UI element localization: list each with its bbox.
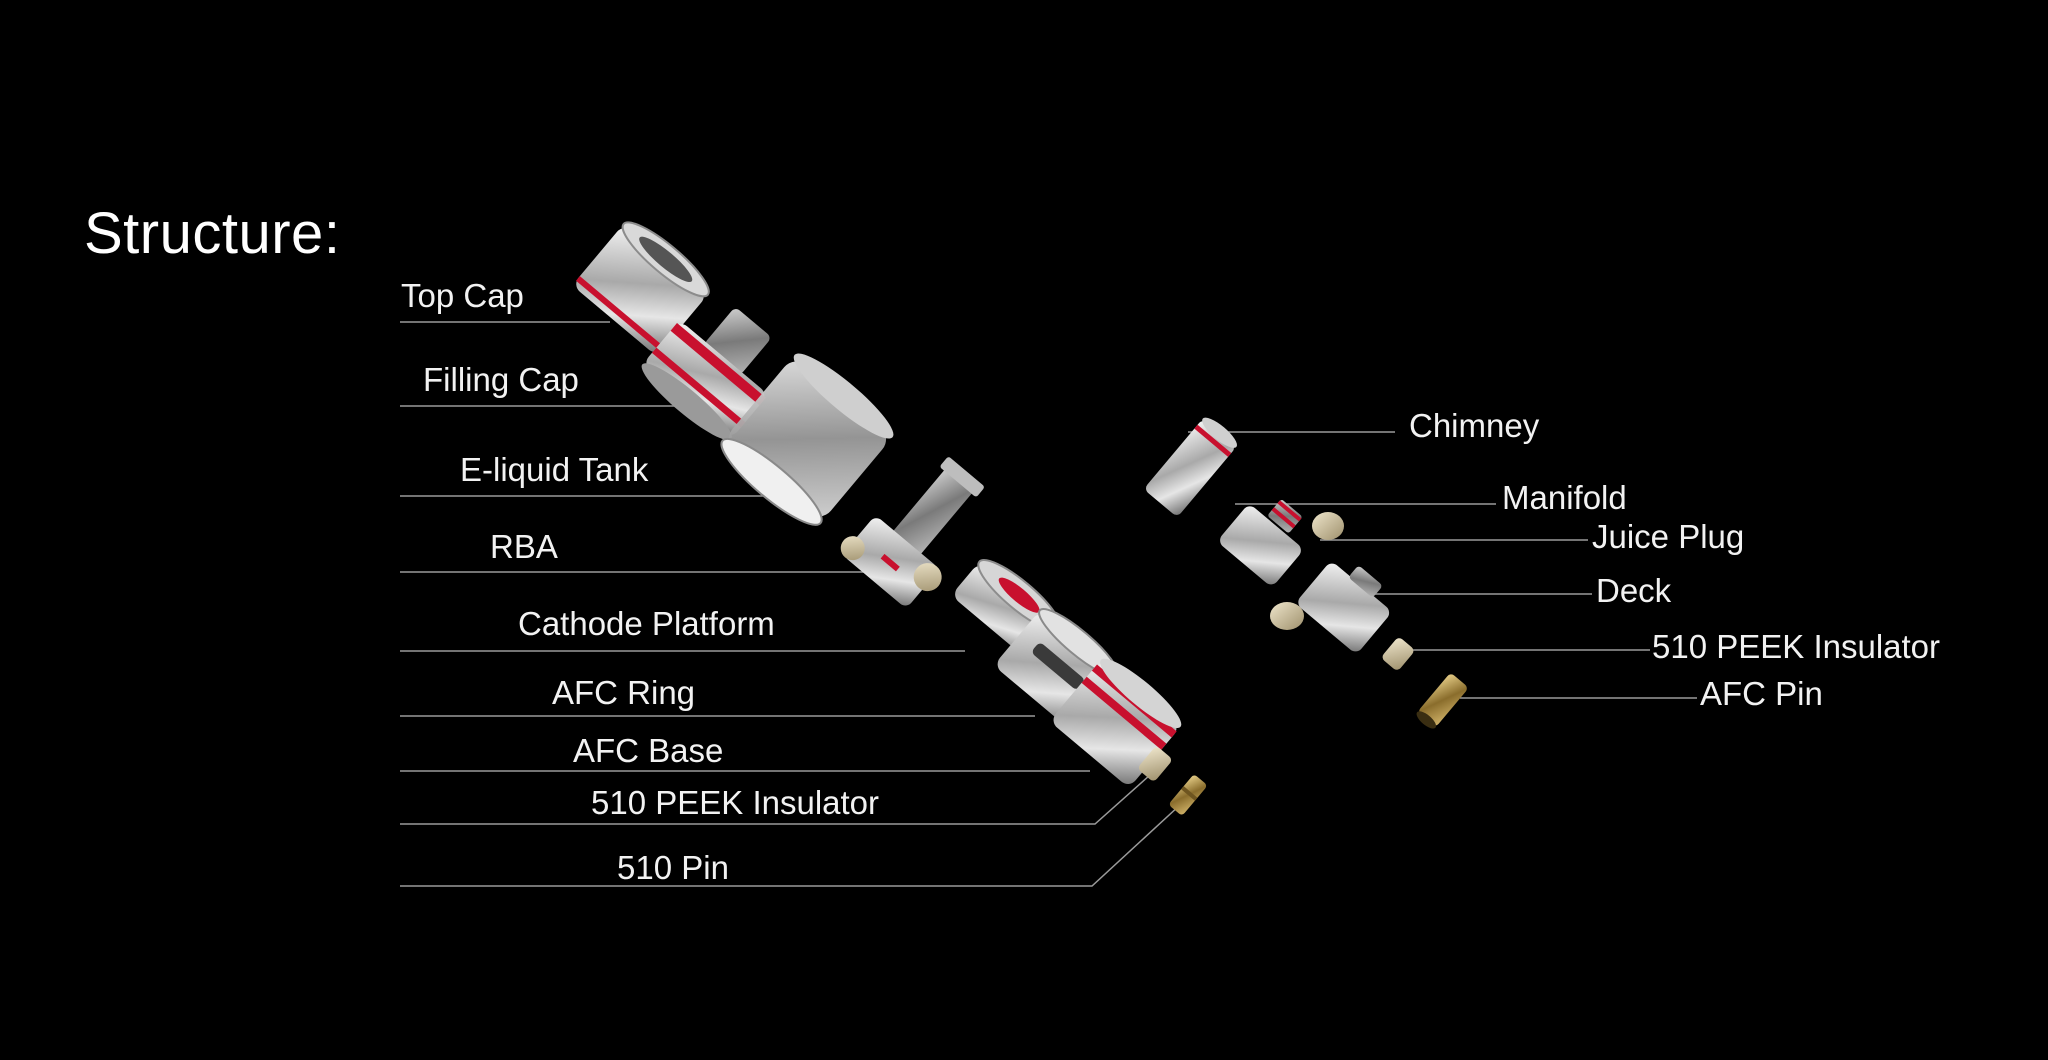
deck-part	[1298, 563, 1390, 652]
label-filling-cap: Filling Cap	[423, 361, 579, 398]
label-chimney: Chimney	[1409, 407, 1540, 444]
page-title: Structure:	[84, 201, 341, 266]
label-afc-base: AFC Base	[573, 732, 724, 769]
label-e-liquid-tank: E-liquid Tank	[460, 451, 649, 488]
chimney-part	[1146, 417, 1238, 515]
label-top-cap: Top Cap	[401, 277, 524, 314]
pin-510-part	[1169, 775, 1207, 815]
label-juice-plug: Juice Plug	[1592, 518, 1745, 555]
label-afc-pin: AFC Pin	[1700, 675, 1823, 712]
rba-part	[840, 457, 984, 606]
left-peek-insulator-part	[1138, 747, 1172, 781]
juice-plug-part	[1312, 512, 1344, 540]
label-manifold: Manifold	[1502, 479, 1627, 516]
right-peek-insulator-part	[1382, 638, 1414, 670]
left-leader-lines	[400, 321, 1181, 887]
e-liquid-tank-part	[720, 353, 894, 526]
filling-cap-part	[641, 309, 770, 441]
manifold-part	[1220, 500, 1302, 585]
leader-510-pin	[400, 804, 1181, 887]
label-left-peek-insulator: 510 PEEK Insulator	[591, 784, 880, 821]
top-cap-part	[576, 221, 710, 352]
afc-base-part	[1053, 658, 1182, 784]
label-rba: RBA	[490, 528, 558, 565]
label-right-peek-insulator: 510 PEEK Insulator	[1652, 628, 1941, 665]
leader-peek-insulator	[400, 774, 1151, 825]
afc-pin-part	[1416, 674, 1467, 729]
label-afc-ring: AFC Ring	[552, 674, 696, 711]
label-deck: Deck	[1596, 572, 1672, 609]
deck-plug-part	[1270, 602, 1304, 630]
label-510-pin: 510 Pin	[617, 849, 729, 886]
label-cathode-platform: Cathode Platform	[518, 605, 775, 642]
